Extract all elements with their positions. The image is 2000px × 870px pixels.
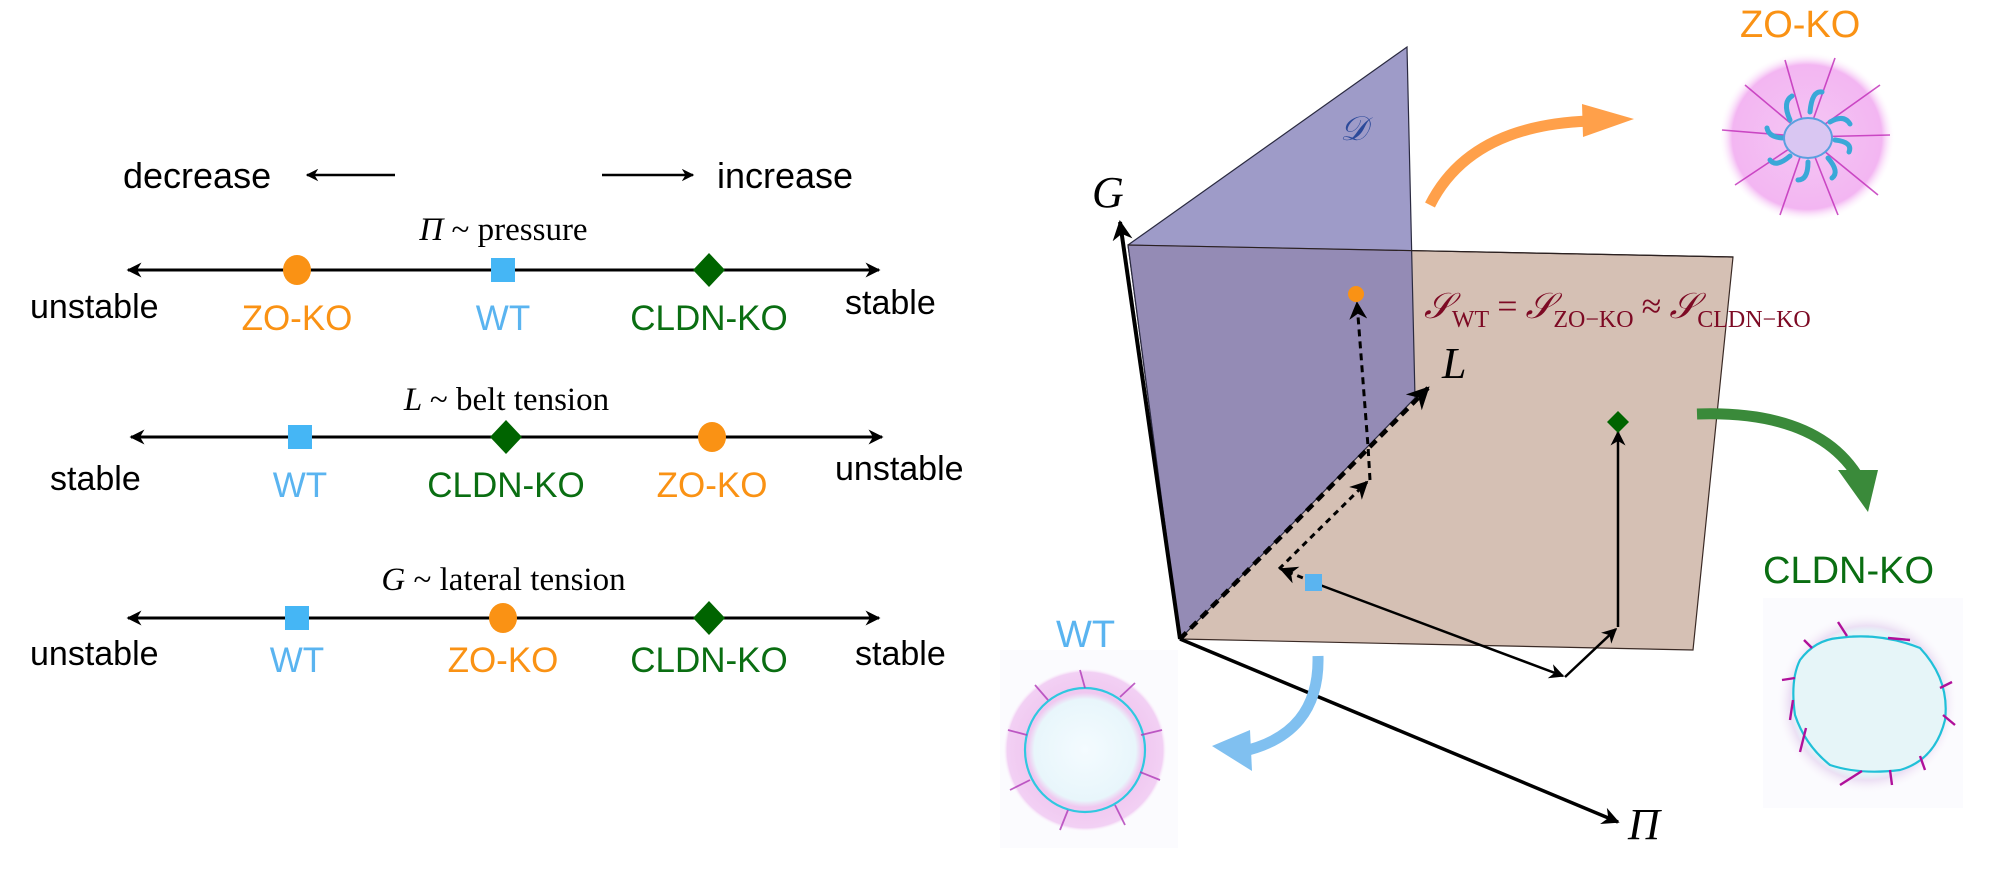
marker-label-zo-ko: ZO-KO <box>657 466 768 505</box>
scale-belt-tension: L ~ belt tension stable unstable WT CLDN-KO Z… <box>50 382 964 505</box>
cldn-projection-2 <box>1564 627 1618 678</box>
scale-left-label: unstable <box>30 635 159 673</box>
zo-ko-curved-arrow <box>1425 115 1591 208</box>
scale-right-label: stable <box>855 635 946 673</box>
scale-right-label: unstable <box>835 450 964 488</box>
zo-projection-2 <box>1277 480 1369 571</box>
decrease-label: decrease <box>123 155 271 196</box>
pi-axis-label: Π <box>1627 800 1662 849</box>
marker-label-wt: WT <box>270 641 324 680</box>
cell-label-zo-ko: ZO-KO <box>1740 4 1860 46</box>
marker-label-cldn-ko: CLDN-KO <box>630 299 788 338</box>
point-wt <box>1305 574 1322 591</box>
marker-label-wt: WT <box>476 299 530 338</box>
cell-image-wt: WT <box>1000 614 1178 848</box>
scale-pressure: Π ~ pressure unstable stable ZO-KO WT CLDN-KO <box>30 212 936 338</box>
marker-wt <box>284 606 309 630</box>
cell-image-zo-ko: ZO-KO <box>1719 4 1895 222</box>
point-zo-ko <box>1348 286 1364 302</box>
g-axis-label: G <box>1092 168 1124 217</box>
plane-edge <box>1127 244 1734 258</box>
point-cldn-ko <box>1607 411 1629 433</box>
marker-label-zo-ko: ZO-KO <box>448 641 559 680</box>
cell-label-wt: WT <box>1056 614 1115 656</box>
g-axis <box>1112 220 1182 640</box>
marker-zo-ko <box>698 422 727 452</box>
wt-arrowhead-icon <box>1212 730 1252 771</box>
l-axis-label: L <box>1441 339 1466 388</box>
cell-label-cldn-ko: CLDN-KO <box>1763 550 1934 592</box>
marker-wt <box>491 258 515 282</box>
pi-axis <box>1179 637 1620 825</box>
scale-right-label: stable <box>845 284 936 322</box>
marker-cldn-ko <box>693 601 726 635</box>
marker-label-wt: WT <box>273 466 327 505</box>
scale-title: Π ~ pressure <box>418 212 587 248</box>
scale-title: G ~ lateral tension <box>381 562 625 598</box>
surface-equation: 𝒮WT=𝒮ZO−KO≈𝒮CLDN−KO <box>1424 286 1811 333</box>
cell-image-cldn-ko: CLDN-KO <box>1763 550 1963 808</box>
phase-diagram-3d: 𝒟 G L Π 𝒮WT=𝒮ZO−KO≈𝒮CLDN−KO <box>1092 45 1878 849</box>
scale-title: L ~ belt tension <box>403 382 609 418</box>
cldn-ko-curved-arrow <box>1696 408 1865 483</box>
marker-label-cldn-ko: CLDN-KO <box>427 466 585 505</box>
zo-ko-arrowhead-icon <box>1582 104 1634 137</box>
marker-zo-ko <box>489 603 517 633</box>
cldn-ko-arrowhead-icon <box>1838 470 1878 512</box>
direction-legend: decrease increase <box>123 155 853 196</box>
wt-curved-arrow <box>1238 655 1324 758</box>
marker-zo-ko <box>282 255 311 285</box>
cldn-projection-1 <box>1319 583 1565 679</box>
scale-lateral-tension: G ~ lateral tension unstable stable WT ZO-KO… <box>30 562 946 680</box>
marker-label-cldn-ko: CLDN-KO <box>630 641 788 680</box>
marker-label-zo-ko: ZO-KO <box>242 299 353 338</box>
marker-cldn-ko <box>490 420 522 454</box>
scale-left-label: unstable <box>30 288 159 326</box>
marker-wt <box>287 425 312 449</box>
scale-left-label: stable <box>50 460 141 498</box>
increase-label: increase <box>717 155 853 196</box>
marker-cldn-ko <box>693 253 726 287</box>
